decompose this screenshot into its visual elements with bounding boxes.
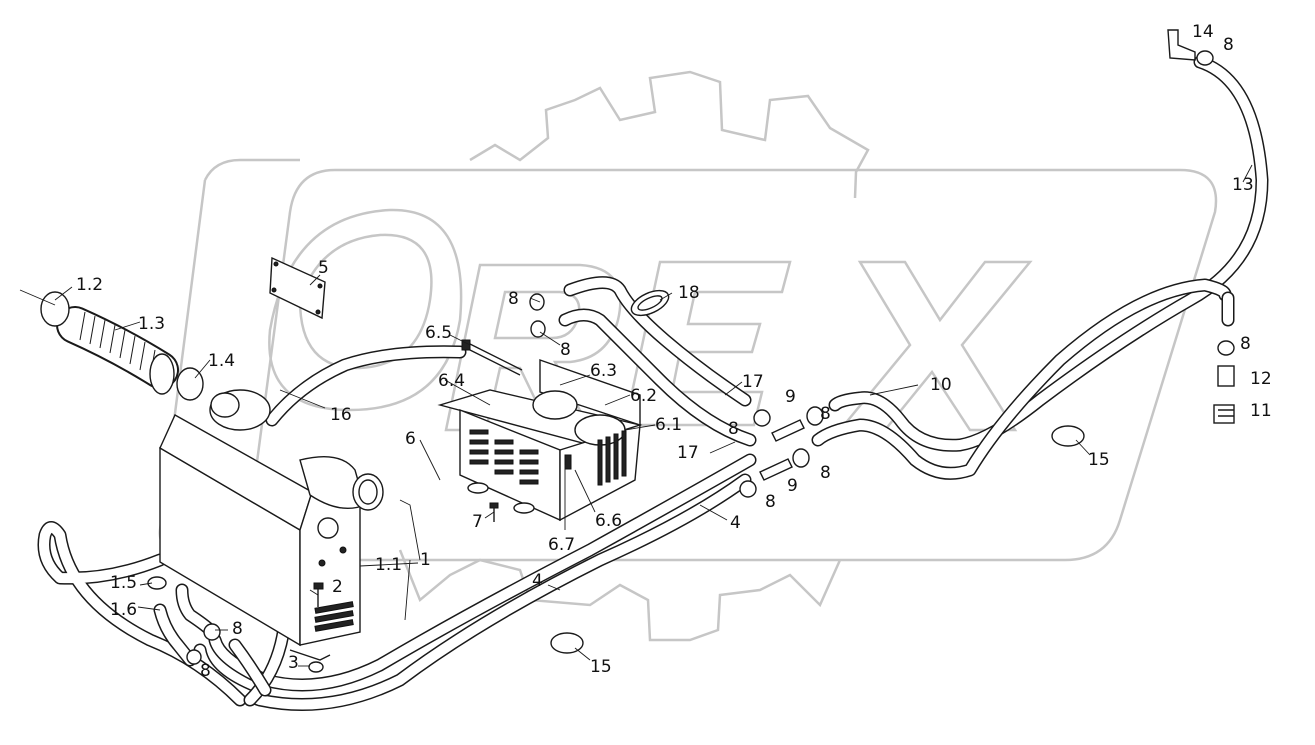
callout-8-g: 8 — [820, 463, 831, 483]
callout-labels: 1 1.1 1.2 1.3 1.4 1.5 1.6 2 3 4 4 5 6 6.… — [76, 22, 1272, 681]
callout-9-b: 9 — [787, 476, 798, 496]
band-clamps — [550, 425, 1085, 654]
callout-8-f: 8 — [820, 404, 831, 424]
callout-4-a: 4 — [730, 513, 741, 533]
callout-8-e: 8 — [728, 419, 739, 439]
callout-17-a: 17 — [742, 372, 764, 392]
callout-15-b: 15 — [590, 657, 612, 677]
callout-6-6: 6.6 — [595, 511, 622, 531]
corrugated-pipe — [19, 289, 204, 401]
leader-lines — [54, 164, 1253, 667]
cover-plate — [269, 256, 326, 320]
callout-5: 5 — [318, 258, 329, 278]
callout-8-j: 8 — [200, 661, 211, 681]
callout-7: 7 — [472, 512, 483, 532]
fasteners — [147, 502, 499, 673]
callout-8-i: 8 — [232, 619, 243, 639]
callout-6-7: 6.7 — [548, 535, 575, 555]
callout-8-a: 8 — [508, 289, 519, 309]
heater-core-module — [437, 339, 643, 522]
callout-1-6: 1.6 — [110, 600, 137, 620]
callout-6-1: 6.1 — [655, 415, 682, 435]
callout-6-2: 6.2 — [630, 386, 657, 406]
callout-15-a: 15 — [1088, 450, 1110, 470]
callout-1-4: 1.4 — [208, 351, 235, 371]
callout-8-b: 8 — [560, 340, 571, 360]
callout-8-h: 8 — [765, 492, 776, 512]
callout-8-c: 8 — [1223, 35, 1234, 55]
callout-1-1: 1.1 — [375, 555, 402, 575]
callout-12: 12 — [1250, 369, 1272, 389]
callout-9-a: 9 — [785, 387, 796, 407]
fittings — [1167, 29, 1235, 424]
callout-1-5: 1.5 — [110, 573, 137, 593]
callout-6-4: 6.4 — [438, 371, 465, 391]
callout-11: 11 — [1250, 401, 1272, 421]
callout-3: 3 — [288, 653, 299, 673]
hose-lines — [37, 55, 1269, 711]
callout-4-b: 4 — [532, 571, 543, 591]
grille-slots — [469, 429, 627, 486]
callout-6: 6 — [405, 429, 416, 449]
callout-1-3: 1.3 — [138, 314, 165, 334]
callout-1-2: 1.2 — [76, 275, 103, 295]
grommet — [630, 289, 670, 317]
hose-clamps — [186, 50, 1235, 665]
callout-1: 1 — [420, 550, 431, 570]
tee-connectors — [759, 419, 805, 481]
callout-10: 10 — [930, 375, 952, 395]
callout-17-b: 17 — [677, 443, 699, 463]
callout-18: 18 — [678, 283, 700, 303]
callout-6-5: 6.5 — [425, 323, 452, 343]
callout-16: 16 — [330, 405, 352, 425]
callout-6-3: 6.3 — [590, 361, 617, 381]
heater-unit — [159, 389, 384, 661]
callout-14: 14 — [1192, 22, 1214, 42]
callout-13: 13 — [1232, 175, 1254, 195]
callout-8-d: 8 — [1240, 334, 1251, 354]
callout-2: 2 — [332, 577, 343, 597]
